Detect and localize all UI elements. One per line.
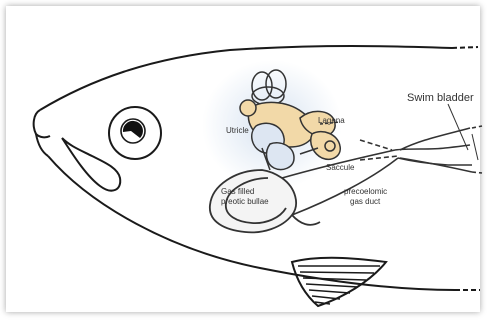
label-gas-filled-line2: preotic bullae (221, 197, 269, 206)
label-utricle: Utricle (226, 126, 249, 135)
label-swim-bladder: Swim bladder (407, 92, 474, 104)
label-saccule: Saccule (326, 163, 355, 172)
label-gas-filled-line1: Gas filled (221, 187, 254, 196)
eye (109, 107, 161, 159)
label-lagena: Lagena (318, 116, 345, 125)
label-duct-line2: gas duct (350, 197, 381, 206)
leader-lines (448, 104, 468, 150)
label-duct-line1: precoelomic (344, 187, 387, 196)
